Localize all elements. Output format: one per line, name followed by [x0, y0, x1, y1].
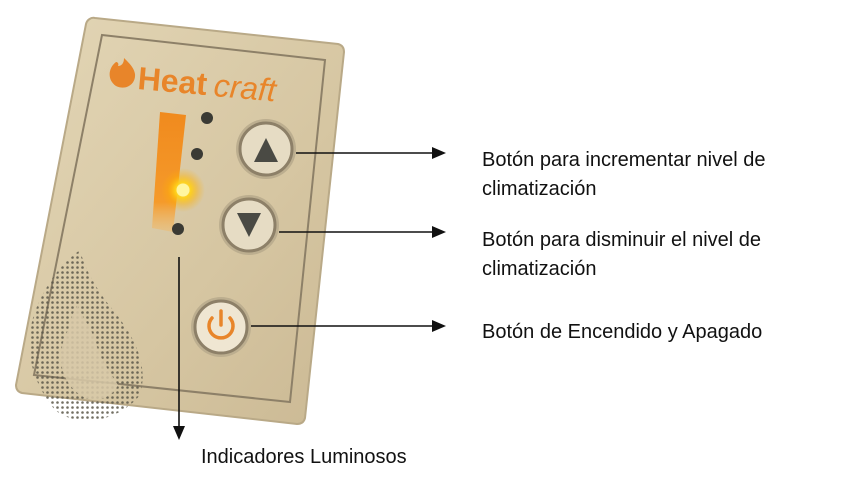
label-decrease-line2: climatización	[482, 258, 597, 280]
power-button[interactable]	[191, 297, 251, 357]
brand-craft: craft	[212, 67, 278, 108]
label-indicators: Indicadores Luminosos	[201, 446, 407, 468]
label-increase-line2: climatización	[482, 178, 597, 200]
label-decrease-line1: Botón para disminuir el nivel de	[482, 229, 762, 251]
heatcraft-logo: Heat craft	[109, 58, 279, 108]
led-indicator	[172, 223, 184, 235]
arrowhead	[432, 320, 446, 332]
up-button[interactable]	[236, 119, 296, 179]
triangle-up-icon	[254, 138, 278, 162]
flame-logo-icon	[109, 58, 136, 88]
arrowhead	[173, 426, 185, 440]
level-bar	[152, 112, 186, 232]
led-indicator	[191, 148, 203, 160]
power-icon	[207, 309, 235, 340]
triangle-down-icon	[237, 213, 261, 237]
led-indicators	[161, 112, 213, 235]
arrowhead	[432, 147, 446, 159]
annotation-arrows	[173, 147, 446, 440]
down-button[interactable]	[219, 195, 279, 255]
control-panel: Heat craft	[14, 16, 346, 426]
label-increase-line1: Botón para incrementar nivel de	[482, 149, 766, 171]
label-power: Botón de Encendido y Apagado	[482, 321, 763, 343]
led-indicator-active	[176, 183, 190, 197]
arrowhead	[432, 226, 446, 238]
led-indicator	[201, 112, 213, 124]
brand-heat: Heat	[136, 60, 209, 102]
